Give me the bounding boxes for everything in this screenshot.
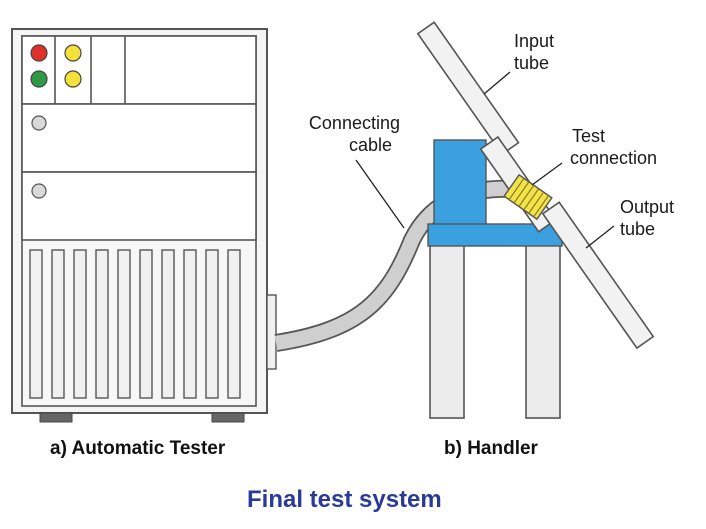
- vent-slot: [117, 249, 131, 399]
- output-tube-leader: [585, 225, 615, 249]
- input-tube-label: Input tube: [514, 30, 554, 74]
- connecting-cable: [274, 179, 529, 352]
- test-connection-label: Test connection: [570, 125, 657, 169]
- output-tube: [541, 201, 655, 350]
- handler-back: [433, 139, 487, 227]
- vent-slot: [139, 249, 153, 399]
- connector-pin: [518, 184, 535, 207]
- drawer-knob-icon: [31, 183, 47, 199]
- vent-slot: [183, 249, 197, 399]
- input-tube-leader: [483, 71, 511, 95]
- test-connection-label-line2: connection: [570, 148, 658, 168]
- test-connection-label-line1: Test: [572, 126, 606, 146]
- output-tube-label: Output tube: [620, 196, 674, 240]
- handler-tubes: [416, 21, 655, 350]
- vent-slot: [73, 249, 87, 399]
- vent-slot: [51, 249, 65, 399]
- drawer-knob-icon: [31, 115, 47, 131]
- vent-slot: [227, 249, 241, 399]
- vent-slot: [95, 249, 109, 399]
- tester-indicator-panel: [21, 35, 257, 105]
- figure-title: Final test system: [247, 486, 442, 513]
- output-tube-label-line1: Output: [620, 197, 675, 217]
- connector-pin: [528, 191, 545, 214]
- tester-foot-right: [211, 412, 245, 423]
- tester-cable-port: [266, 294, 277, 370]
- connecting-cable-leader: [355, 159, 405, 229]
- yellow-light-icon: [64, 70, 82, 88]
- yellow-light-icon: [64, 44, 82, 62]
- connecting-cable-label-line1: Connecting: [308, 113, 400, 133]
- connector-pin: [523, 188, 540, 211]
- green-light-icon: [30, 70, 48, 88]
- connecting-cable-label-line2: cable: [348, 135, 392, 155]
- connector-pin: [533, 195, 550, 218]
- tester-drawer-1: [21, 103, 257, 173]
- input-tube: [416, 21, 520, 156]
- test-connector-icon: [503, 173, 553, 221]
- input-tube-label-line1: Input: [514, 31, 555, 51]
- vent-slot: [205, 249, 219, 399]
- connector-pin: [508, 177, 525, 200]
- automatic-tester: [11, 28, 277, 423]
- tester-vent-grille: [29, 249, 241, 399]
- connecting-cable-label: Connecting cable: [278, 112, 400, 156]
- handler-leg-left: [429, 243, 465, 419]
- connector-pin: [513, 181, 530, 204]
- vent-slot: [29, 249, 43, 399]
- handler-caption: b) Handler: [444, 438, 538, 459]
- input-tube-label-line2: tube: [514, 53, 550, 73]
- red-light-icon: [30, 44, 48, 62]
- tester-caption: a) Automatic Tester: [50, 438, 226, 459]
- output-tube-label-line2: tube: [620, 219, 656, 239]
- leader-lines: [355, 71, 615, 249]
- tester-drawer-2: [21, 171, 257, 241]
- vent-slot: [161, 249, 175, 399]
- test-connection-leader: [531, 162, 563, 186]
- handler-leg-right: [525, 243, 561, 419]
- tester-foot-left: [39, 412, 73, 423]
